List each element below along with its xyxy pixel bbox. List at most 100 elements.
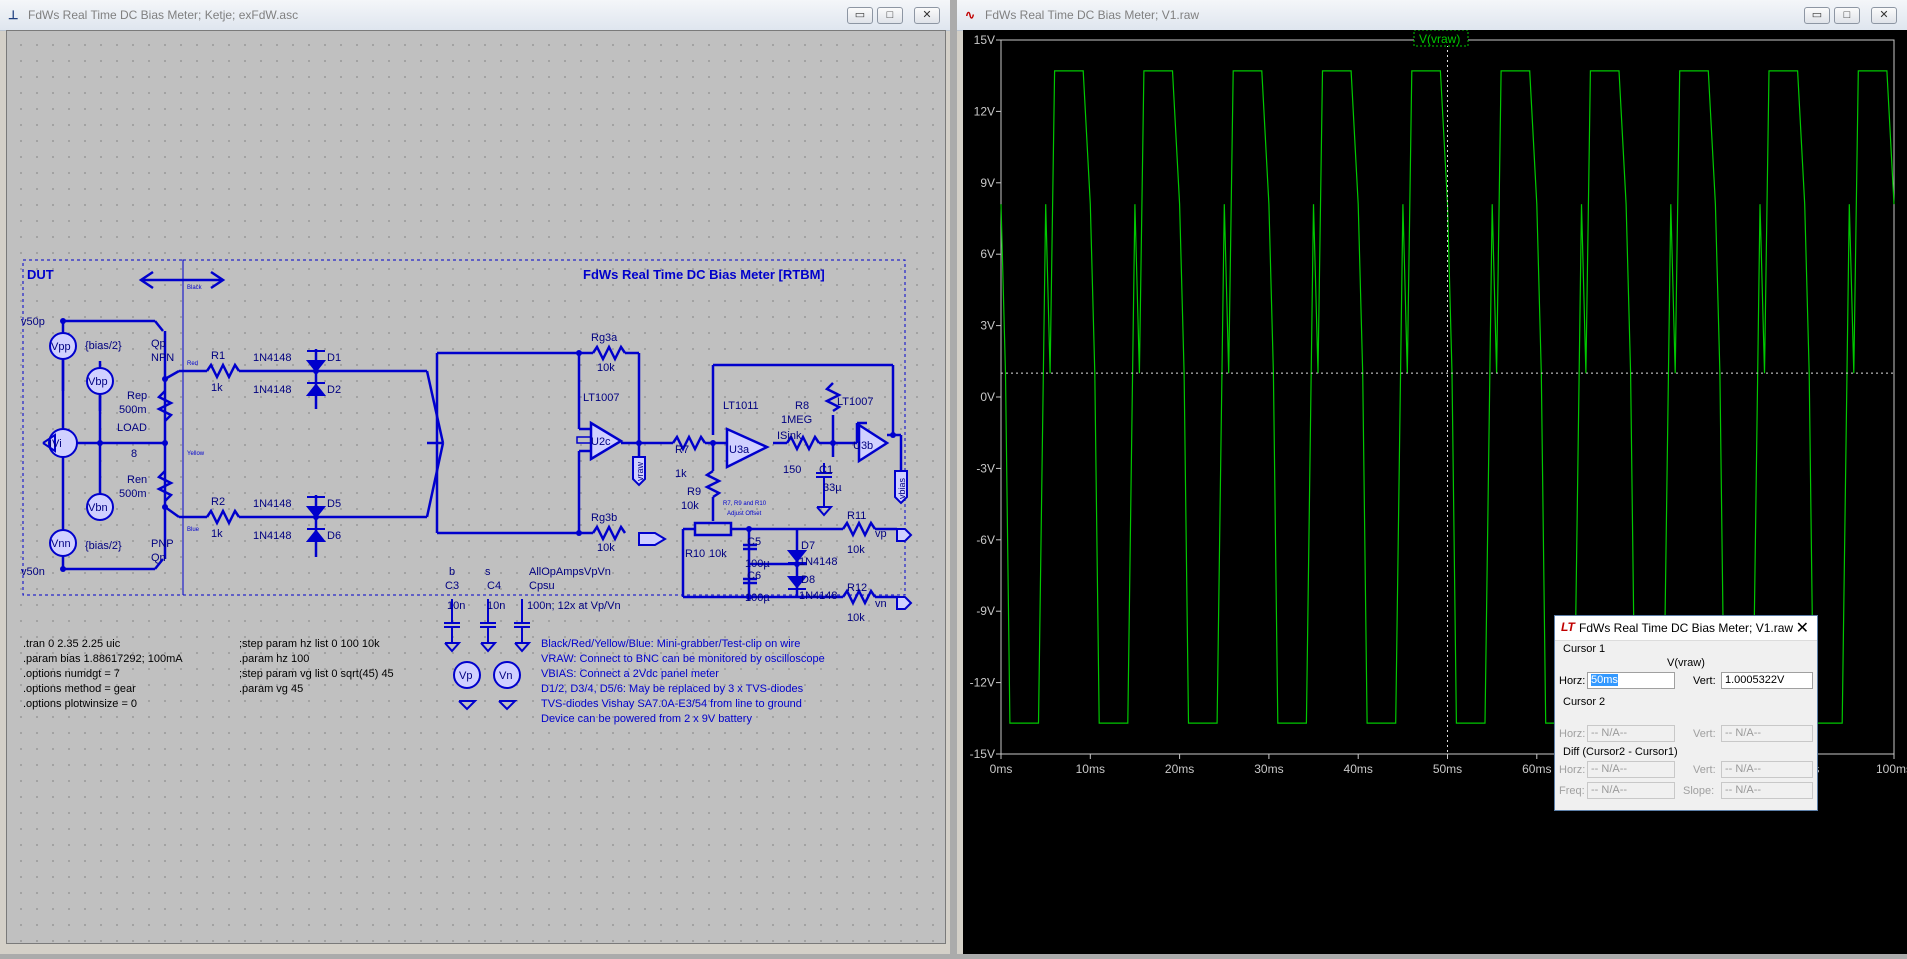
maximize-button[interactable]: □	[1834, 7, 1860, 24]
minimize-button[interactable]: ▭	[1804, 7, 1830, 24]
net-v50p: v50p	[21, 316, 45, 328]
label-d2-model: 1N4148	[253, 384, 292, 396]
label-u3a-model: LT1011	[723, 400, 759, 412]
label-load: LOAD	[117, 422, 147, 434]
directive-col2-3: .param vg 45	[239, 683, 303, 695]
label-u3a: U3a	[729, 444, 750, 456]
rtbm-box	[182, 259, 906, 596]
label-load-val: 8	[131, 448, 137, 460]
label-rg3a-val: 10k	[597, 362, 615, 374]
label-d7-model: 1N4148	[799, 556, 838, 568]
label-c5: C5	[747, 536, 761, 548]
note-0: Black/Red/Yellow/Blue: Mini-grabber/Test…	[541, 638, 800, 650]
x-tick-label: 100ms	[1876, 762, 1907, 776]
cursor1-trace-name: V(vraw)	[1667, 657, 1705, 669]
label-qn: Qn	[151, 552, 166, 564]
label-u3b: U3b	[853, 440, 873, 452]
schematic-titlebar[interactable]: ⊥ FdWs Real Time DC Bias Meter; Ketje; e…	[0, 0, 950, 31]
label-rg3b: Rg3b	[591, 512, 617, 524]
rtbm-title: FdWs Real Time DC Bias Meter [RTBM]	[583, 267, 825, 282]
label-r2: R2	[211, 496, 225, 508]
cursor2-vert-label: Vert:	[1693, 728, 1716, 740]
cursor1-horz-field[interactable]: 50ms	[1587, 672, 1675, 689]
cursor-dialog-titlebar[interactable]: LT FdWs Real Time DC Bias Meter; V1.raw …	[1555, 616, 1817, 641]
waveform-icon: ∿	[965, 8, 976, 22]
y-tick-label: -6V	[976, 533, 995, 547]
cursor-dialog: LT FdWs Real Time DC Bias Meter; V1.raw …	[1554, 615, 1818, 811]
y-tick-label: -3V	[976, 461, 995, 475]
schematic-canvas[interactable]: DUT FdWs Real Time DC Bias Meter [RTBM] …	[6, 30, 946, 944]
label-r8: R8	[795, 400, 809, 412]
maximize-button[interactable]: □	[877, 7, 903, 24]
label-rg3a: Rg3a	[591, 332, 618, 344]
diff-horz-label: Horz:	[1559, 764, 1586, 776]
label-rg3b-val: 10k	[597, 542, 615, 554]
minimize-button[interactable]: ▭	[847, 7, 873, 24]
label-d6: D6	[327, 530, 341, 542]
note-1: VRAW: Connect to BNC can be monitored by…	[541, 653, 825, 665]
cursor-dialog-close-button[interactable]: ✕	[1795, 620, 1809, 637]
label-c5-val: 100µ	[745, 558, 770, 570]
trace-label[interactable]: V(vraw)	[1419, 32, 1460, 46]
x-tick-label: 50ms	[1433, 762, 1462, 776]
wire-label-blue: Blue	[187, 527, 200, 533]
wire-label-yellow: Yellow	[187, 451, 205, 457]
close-button[interactable]: ✕	[914, 7, 940, 24]
y-tick-label: -9V	[976, 604, 995, 618]
note-3: D1/2, D3/4, D5/6: May be replaced by 3 x…	[541, 683, 804, 695]
cursor2-vert-field: -- N/A--	[1721, 725, 1813, 742]
label-cpsu-model: AllOpAmpsVpVn	[529, 566, 611, 578]
net-v50n: v50n	[21, 566, 45, 578]
x-tick-label: 10ms	[1076, 762, 1105, 776]
label-c6: C6	[747, 570, 761, 582]
label-vp-src: Vp	[459, 670, 472, 682]
cursor2-horz-label: Horz:	[1559, 728, 1586, 740]
x-tick-label: 60ms	[1522, 762, 1551, 776]
label-d1-model: 1N4148	[253, 352, 292, 364]
label-r11: R11	[847, 510, 866, 522]
diff-slope-label: Slope:	[1683, 785, 1715, 797]
net-vraw: vraw	[635, 461, 645, 481]
cursor1-vert-field[interactable]: 1.0005322V	[1721, 672, 1813, 689]
ltspice-logo-icon: LT	[1561, 620, 1575, 634]
directive-col2-2: ;step param vg list 0 sqrt(45) 45	[239, 668, 394, 680]
waveform-titlebar[interactable]: ∿ FdWs Real Time DC Bias Meter; V1.raw ▭…	[957, 0, 1907, 31]
label-r11-val: 10k	[847, 544, 865, 556]
label-r10-val: 10k	[709, 548, 727, 560]
adjust-note-line2: Adjust Offset	[727, 511, 762, 517]
trace-label-box	[1413, 29, 1469, 47]
y-tick-label: -15V	[970, 747, 995, 761]
y-tick-label: 15V	[974, 33, 995, 47]
label-c4: C4	[487, 580, 501, 592]
diff-vert-field: -- N/A--	[1721, 761, 1813, 778]
ltspice-schematic-icon: ⊥	[8, 8, 19, 22]
y-tick-label: 3V	[980, 319, 995, 333]
diff-freq-label: Freq:	[1559, 785, 1585, 797]
label-vpp: Vpp	[51, 341, 71, 353]
close-button[interactable]: ✕	[1871, 7, 1897, 24]
label-d7: D7	[801, 540, 815, 552]
label-r2-val: 1k	[211, 528, 223, 540]
label-d1: D1	[327, 352, 341, 364]
x-tick-label: 30ms	[1254, 762, 1283, 776]
wire-label-red: Red	[187, 361, 198, 367]
label-vn-src: Vn	[499, 670, 512, 682]
directive-col1-3: .options method = gear	[23, 683, 136, 695]
x-tick-label: 40ms	[1344, 762, 1373, 776]
cursor1-vert-label: Vert:	[1693, 675, 1716, 687]
cursor-dialog-title: FdWs Real Time DC Bias Meter; V1.raw	[1579, 621, 1794, 635]
label-vbp: Vbp	[88, 376, 108, 388]
directive-col2-1: .param hz 100	[239, 653, 309, 665]
note-2: VBIAS: Connect a 2Vdc panel meter	[541, 668, 719, 680]
cursor2-horz-field: -- N/A--	[1587, 725, 1675, 742]
label-d6-model: 1N4148	[253, 530, 292, 542]
diff-vert-label: Vert:	[1693, 764, 1716, 776]
label-qn-type: PNP	[151, 538, 174, 550]
directive-col1-1: .param bias 1.88617292; 100mA	[23, 653, 183, 665]
directive-col1-0: .tran 0 2.35 2.25 uic	[23, 638, 121, 650]
label-r9-val: 10k	[681, 500, 699, 512]
label-d5: D5	[327, 498, 341, 510]
label-vbn: Vbn	[88, 502, 108, 514]
